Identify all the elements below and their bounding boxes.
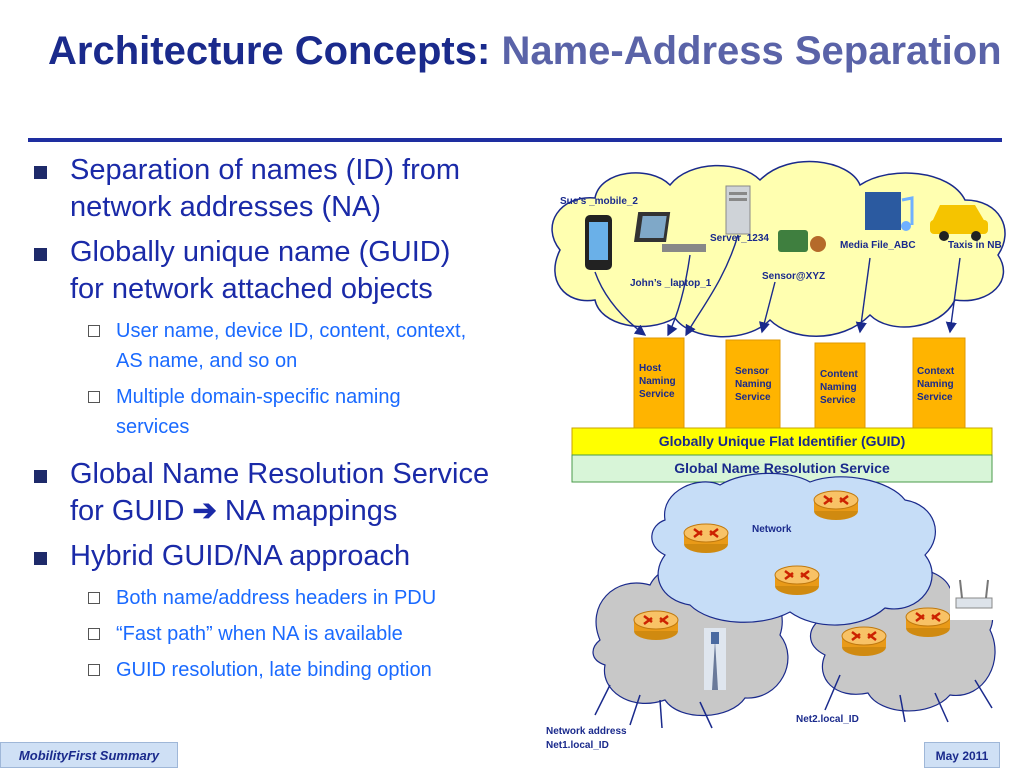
bullet-text-after-arrow: NA mappings [224,495,398,527]
router-icon [904,606,952,639]
bullet-item: Separation of names (ID) from network ad… [30,152,570,226]
bullet-square-icon [34,470,47,483]
slide-title: Architecture Concepts: Name-Address Sepa… [48,28,1008,74]
right-arrow-icon: ➔ [192,495,217,527]
sub-bullet-text: User name, device ID, content, context, … [116,320,467,372]
media-file-label: Media File_ABC [840,240,916,251]
bullet-text: Globally unique name (GUID) for network … [70,236,451,305]
taxi-icon [930,205,988,241]
taxis-label: Taxis in NB [948,240,1002,251]
net1-local-id-label: Net1.local_ID [546,740,609,751]
sub-bullet-text: Both name/address headers in PDU [116,587,437,609]
net2-local-id-label: Net2.local_ID [796,714,859,725]
smartphone-icon [585,215,612,270]
sensor-label: Sensor@XYZ [762,271,825,282]
antenna-tower-icon [704,628,726,690]
sub-bullet-text: Multiple domain-specific naming services [116,386,401,438]
media-file-icon [865,192,914,231]
device-links [594,674,993,729]
johns-laptop-label: John’s _laptop_1 [630,278,712,289]
footer-date-label: May 2011 [924,742,1000,768]
router-icon [773,564,821,597]
sub-bullet-box-icon [88,664,100,676]
network-label: Network [752,524,792,535]
laptop-icon [633,212,706,252]
wireless-access-point-icon [950,575,1000,620]
title-divider [28,138,1002,142]
bullet-text: Separation of names (ID) from network ad… [70,154,461,223]
gnrs-bar-label: Global Name Resolution Service [674,460,890,476]
bullet-square-icon [34,248,47,261]
router-icon [812,489,860,522]
server-icon [725,185,751,235]
footer-left-label: MobilityFirst Summary [0,742,178,768]
bullet-item: Hybrid GUID/NA approach [30,538,570,575]
sensor-board-icon [778,230,826,252]
sub-bullet-box-icon [88,628,100,640]
mapping-arrows [594,234,961,337]
network-address-label: Network address [546,726,627,737]
guid-bar-label: Globally Unique Flat Identifier (GUID) [659,433,906,449]
title-accent: Name-Address Separation [501,29,1002,73]
router-icon [682,522,730,555]
bullet-square-icon [34,552,47,565]
sub-bullet-item: Both name/address headers in PDU [30,583,570,613]
bullet-list: Separation of names (ID) from network ad… [30,152,570,691]
network-cloud [651,472,936,626]
sub-bullet-text: “Fast path” when NA is available [116,623,403,645]
sub-bullet-box-icon [88,325,100,337]
title-main: Architecture Concepts: [48,29,491,73]
sues-mobile-label: Sue’s _mobile_2 [560,196,638,207]
guid-bar [571,427,993,456]
sub-bullet-text: GUID resolution, late binding option [116,659,432,681]
router-icon [632,609,680,642]
sub-bullet-box-icon [88,391,100,403]
bullet-text: Hybrid GUID/NA approach [70,540,411,572]
server-label: Server_1234 [710,233,769,244]
bullet-item: Globally unique name (GUID) for network … [30,234,570,308]
bullet-text-before-arrow: Global Name Resolution Service for GUID [70,458,490,527]
sub-bullet-item: GUID resolution, late binding option [30,655,570,685]
bullet-item: Global Name Resolution Service for GUID … [30,456,570,530]
sub-bullet-item: “Fast path” when NA is available [30,619,570,649]
sub-bullet-box-icon [88,592,100,604]
sub-bullet-item: User name, device ID, content, context, … [30,316,570,376]
bullet-square-icon [34,166,47,179]
sub-bullet-item: Multiple domain-specific naming services [30,382,570,442]
router-icon [840,625,888,658]
